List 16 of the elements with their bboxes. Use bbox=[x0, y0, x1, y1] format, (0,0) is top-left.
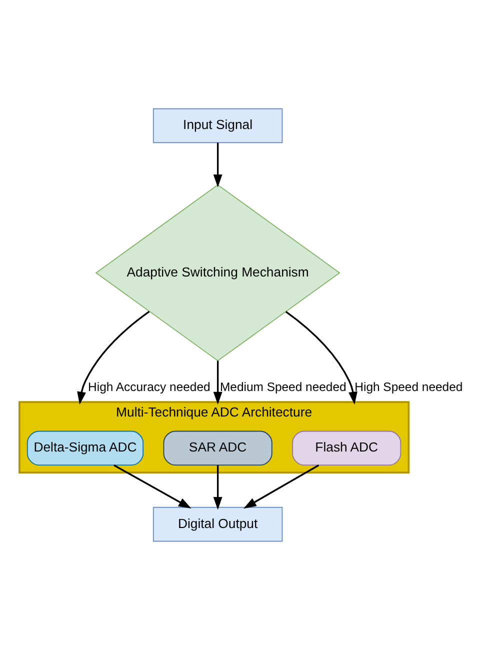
arrow bbox=[213, 465, 222, 510]
node-box: Digital Output bbox=[152, 506, 283, 542]
arrow bbox=[77, 310, 150, 405]
arrow bbox=[285, 311, 358, 405]
edge-label: High Accuracy needed bbox=[88, 380, 210, 394]
edge-label: Medium Speed needed bbox=[220, 380, 346, 394]
edge-label: High Speed needed bbox=[354, 380, 463, 394]
arrow bbox=[114, 464, 192, 509]
node-box: Input Signal bbox=[152, 108, 283, 144]
arrow bbox=[244, 464, 320, 509]
arrow bbox=[213, 360, 222, 405]
node-box: Flash ADC bbox=[292, 430, 402, 466]
node-box: SAR ADC bbox=[163, 430, 272, 466]
node-box: Delta-Sigma ADC bbox=[26, 430, 144, 466]
node-diamond: Adaptive Switching Mechanism bbox=[95, 184, 340, 362]
arrow bbox=[213, 142, 222, 188]
